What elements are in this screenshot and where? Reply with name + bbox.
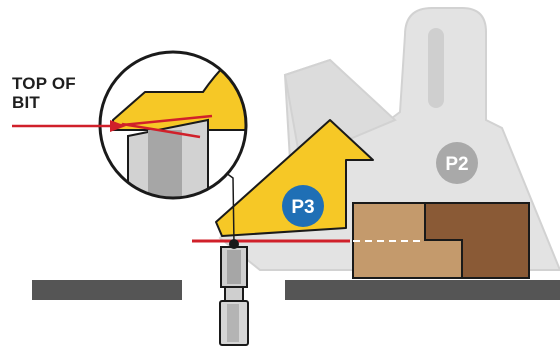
top-of-bit-label: TOP OF BIT xyxy=(12,74,76,112)
position-p3-badge: P3 xyxy=(282,185,324,227)
router-bit xyxy=(219,246,249,346)
jig-active-p3 xyxy=(215,119,374,237)
top-of-bit-arrow xyxy=(12,120,126,132)
position-p2-badge: P2 xyxy=(436,142,478,184)
magnifier-callout xyxy=(98,50,248,200)
top-of-bit-label-line1: TOP OF xyxy=(12,74,76,93)
workpiece xyxy=(352,202,530,279)
position-p3-label: P3 xyxy=(291,197,314,218)
position-p2-label: P2 xyxy=(445,154,468,175)
router-table-right xyxy=(285,280,560,300)
router-table-left xyxy=(32,280,182,300)
jig-slot xyxy=(428,28,444,108)
top-of-bit-label-line2: BIT xyxy=(12,93,40,112)
